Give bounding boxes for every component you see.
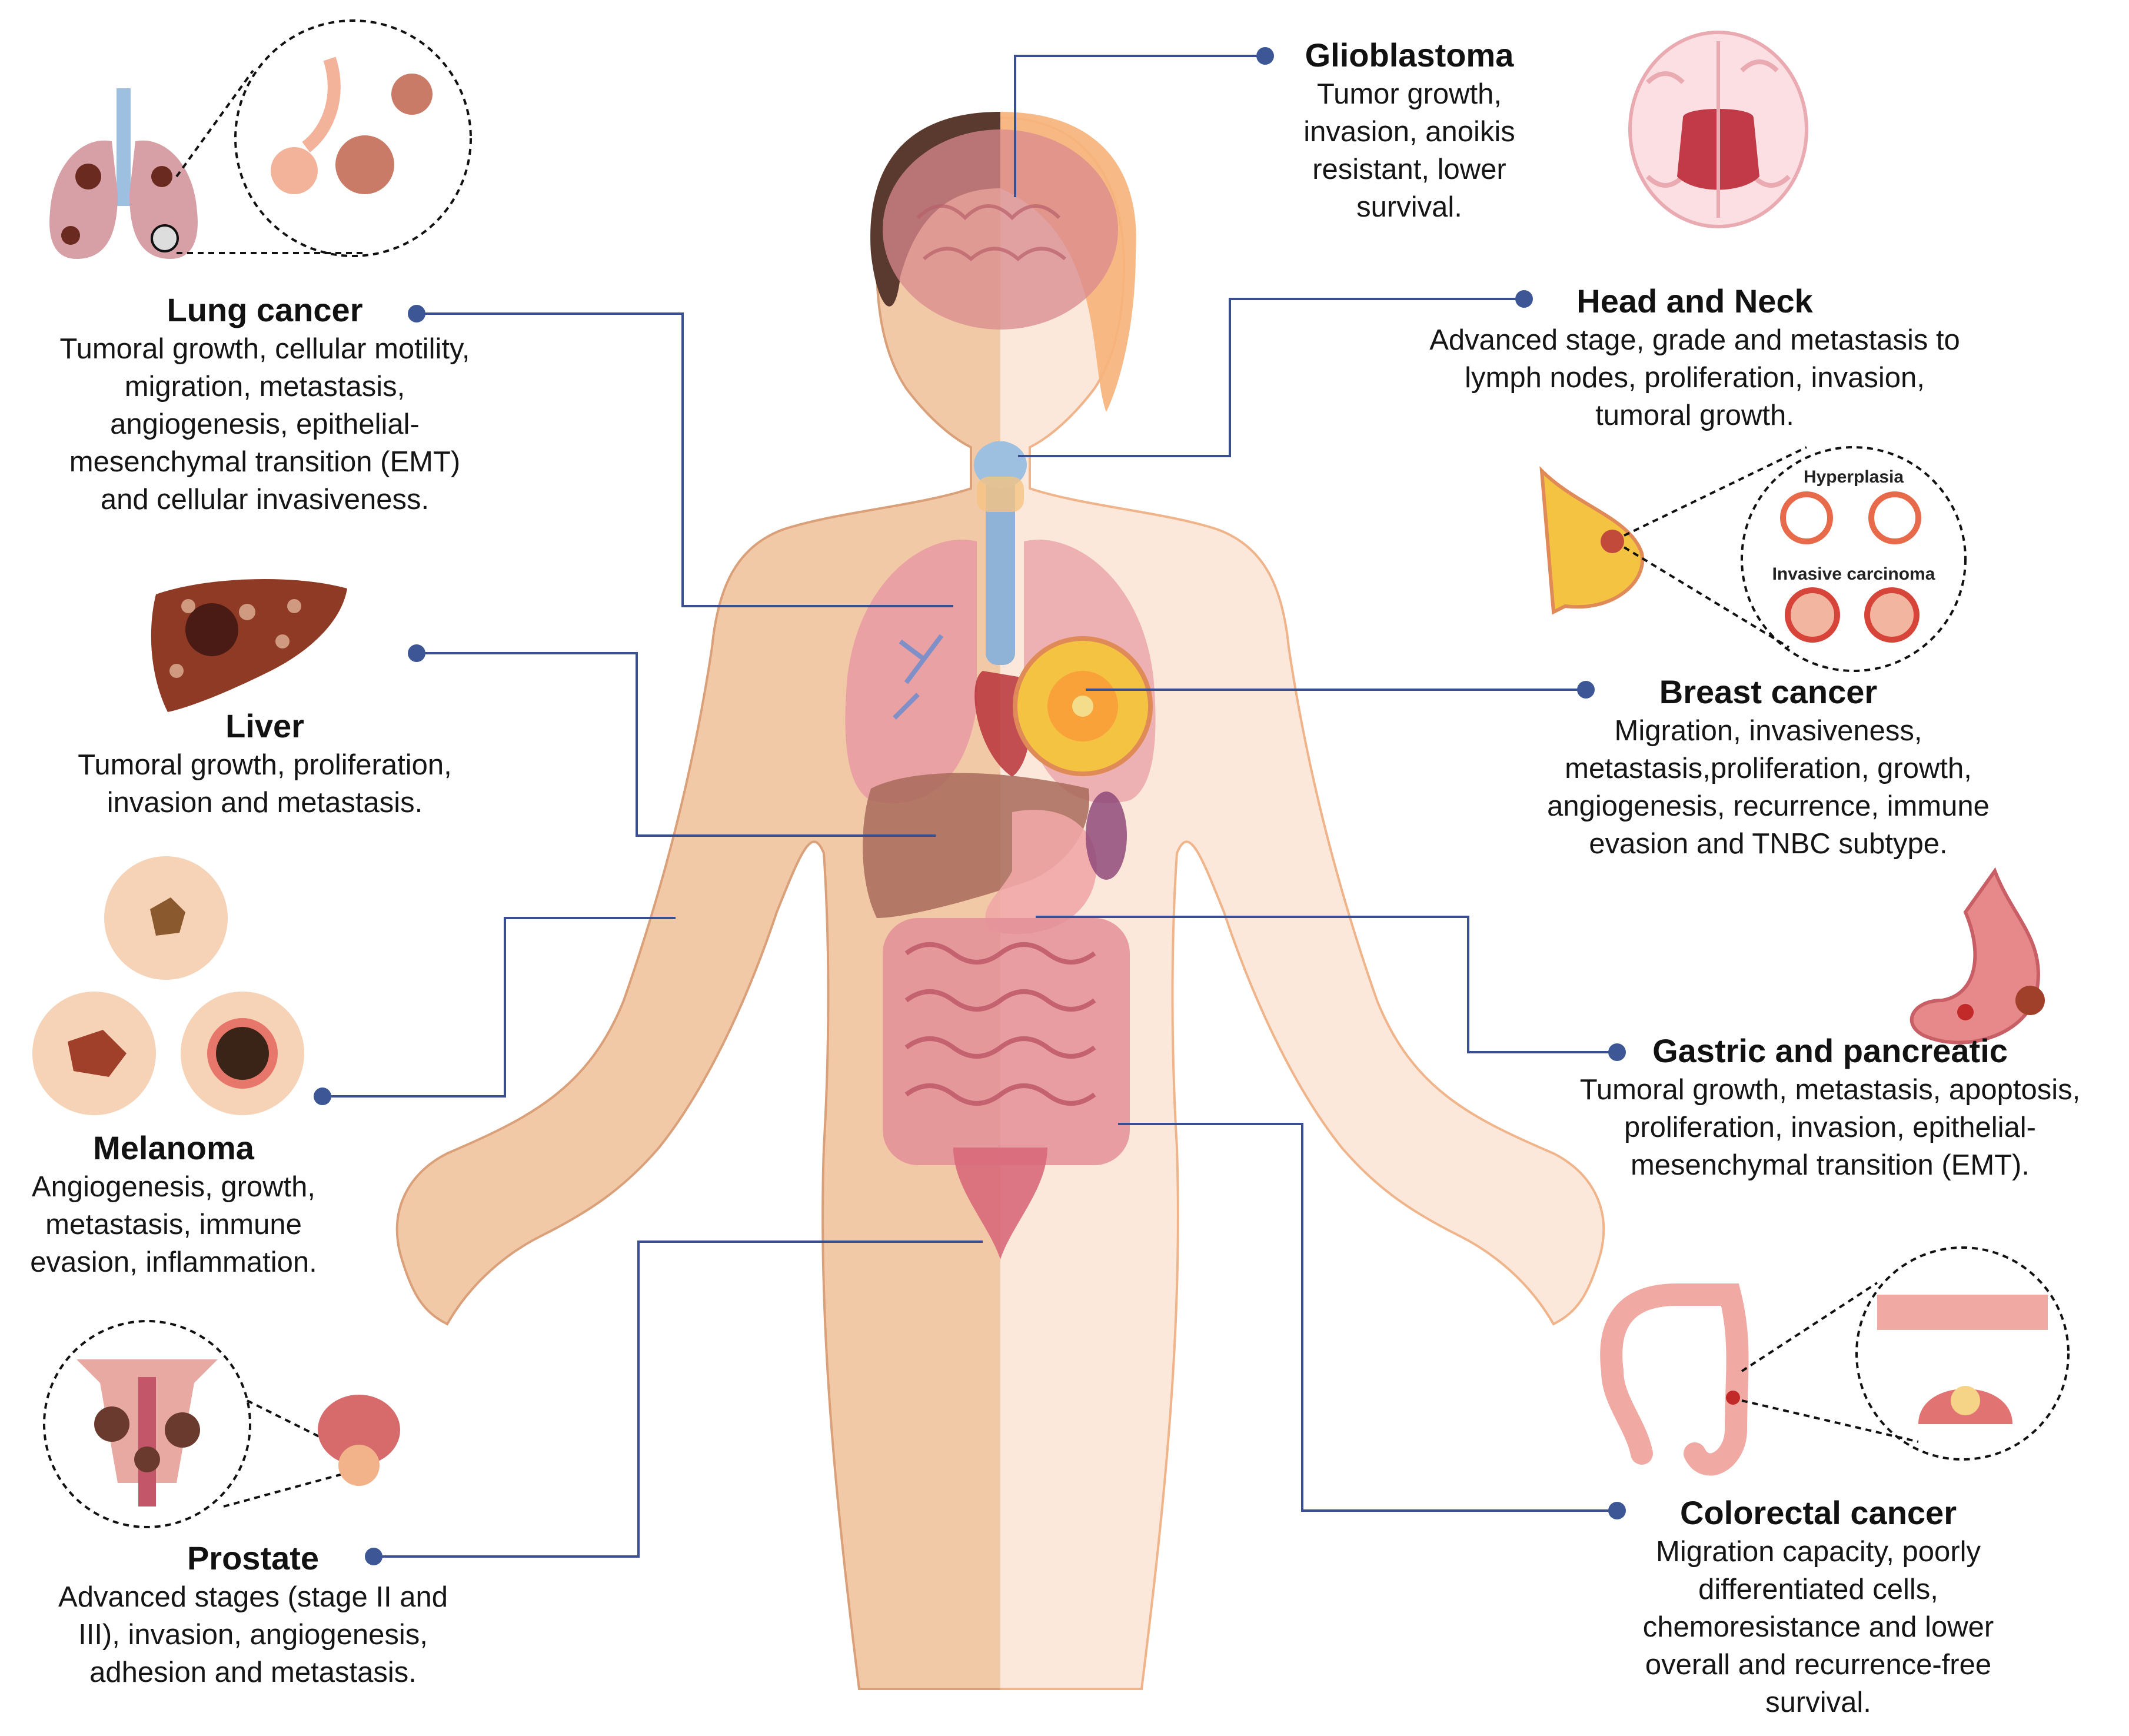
glioblastoma-desc: Tumor growth, invasion, anoikis resistan… <box>1303 78 1515 223</box>
breast-title: Breast cancer <box>1659 673 1878 710</box>
head-neck-label: Head and Neck Advanced stage, grade and … <box>1371 281 2018 434</box>
colorectal-title: Colorectal cancer <box>1680 1494 1957 1531</box>
lung-desc: Tumoral growth, cellular motility, migra… <box>59 333 470 516</box>
dot-head-neck <box>1515 290 1533 308</box>
hyperplasia-label: Hyperplasia <box>1804 467 1904 487</box>
prostate-desc: Advanced stages (stage II and III), inva… <box>58 1581 448 1688</box>
connector-glioblastoma <box>1014 55 1265 197</box>
lung-cancer-illustration <box>49 19 472 259</box>
prostate-title: Prostate <box>187 1539 320 1577</box>
dot-liver <box>408 644 425 662</box>
glioblastoma-brain-illustration <box>1628 31 1808 228</box>
prostate-illustration <box>43 1320 400 1528</box>
dot-lung <box>408 305 425 322</box>
liver-label: Liver Tumoral growth, proliferation, inv… <box>35 706 494 822</box>
glioblastoma-label: Glioblastoma Tumor growth, invasion, ano… <box>1271 35 1548 226</box>
dot-gastric <box>1608 1043 1626 1061</box>
lung-title: Lung cancer <box>167 291 363 328</box>
gastric-title: Gastric and pancreatic <box>1652 1032 2008 1069</box>
liver-desc: Tumoral growth, proliferation, invasion … <box>78 749 452 819</box>
stomach-illustration <box>1910 867 2045 1045</box>
liver-illustration <box>151 578 347 712</box>
dot-colorectal <box>1608 1502 1626 1519</box>
colorectal-label: Colorectal cancer Migration capacity, po… <box>1601 1493 2036 1721</box>
liver-organ <box>863 773 1090 918</box>
gastric-label: Gastric and pancreatic Tumoral growth, m… <box>1548 1031 2113 1184</box>
melanoma-illustration <box>32 856 304 1115</box>
connector-melanoma <box>322 917 676 1098</box>
pelvic-organ <box>953 1148 1047 1259</box>
colorectal-illustration <box>1600 1246 2070 1476</box>
dot-glioblastoma <box>1256 47 1274 65</box>
connector-head-neck <box>1018 298 1524 457</box>
thyroid-organ <box>977 477 1024 512</box>
connector-colorectal <box>1118 1123 1617 1512</box>
gastric-desc: Tumoral growth, metastasis, apoptosis, p… <box>1579 1074 2081 1181</box>
head-neck-title: Head and Neck <box>1576 282 1813 320</box>
head-neck-desc: Advanced stage, grade and metastasis to … <box>1429 324 1960 431</box>
breast-illustration: Hyperplasia Invasive carcinoma <box>1539 446 1967 672</box>
connector-liver <box>417 652 936 837</box>
breast-desc: Migration, invasiveness, metastasis,prol… <box>1547 715 1990 860</box>
dot-prostate <box>365 1548 382 1565</box>
connector-gastric <box>1036 916 1617 1053</box>
melanoma-title: Melanoma <box>93 1129 254 1166</box>
connector-dots <box>314 47 1626 1565</box>
melanoma-desc: Angiogenesis, growth, metastasis, immune… <box>30 1171 317 1278</box>
stomach-organ <box>985 810 1097 934</box>
prostate-label: Prostate Advanced stages (stage II and I… <box>24 1538 483 1691</box>
connectors <box>322 55 1617 1558</box>
dot-breast <box>1577 681 1595 699</box>
dot-melanoma <box>314 1088 331 1105</box>
breast-label: Breast cancer Migration, invasiveness, m… <box>1495 672 2042 863</box>
lung-label: Lung cancer Tumoral growth, cellular mot… <box>18 290 512 518</box>
connector-lung <box>417 312 953 607</box>
colorectal-desc: Migration capacity, poorly differentiate… <box>1642 1536 1994 1718</box>
connector-prostate <box>374 1241 983 1558</box>
invasive-carcinoma-label: Invasive carcinoma <box>1772 564 1935 584</box>
liver-title: Liver <box>225 707 304 744</box>
glioblastoma-title: Glioblastoma <box>1305 36 1514 74</box>
melanoma-label: Melanoma Angiogenesis, growth, metastasi… <box>6 1128 341 1281</box>
brain-organ <box>883 129 1118 330</box>
